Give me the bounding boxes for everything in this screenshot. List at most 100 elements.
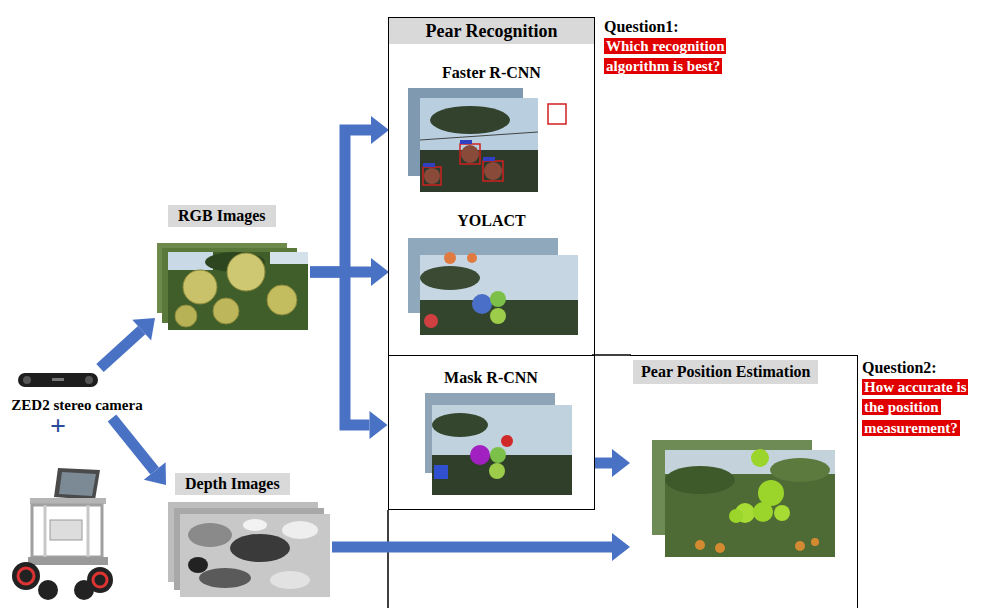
question-number: Question1: — [604, 18, 790, 36]
position-result-part — [774, 505, 790, 521]
rgb-photo-stack-part — [213, 298, 239, 324]
robot-vehicle-part — [38, 580, 58, 600]
plus-sign: + — [50, 412, 66, 440]
yolact-result-part — [490, 291, 506, 307]
mask-rcnn-result — [425, 393, 572, 495]
robot-vehicle-part — [87, 505, 90, 557]
flow-arrow — [310, 272, 388, 439]
robot-vehicle-part — [32, 505, 102, 557]
faster-rcnn-result-part — [420, 150, 538, 192]
stereo-camera-part — [23, 376, 31, 384]
method-panel: Faster R-CNN — [389, 59, 594, 195]
position-result-part — [729, 509, 743, 523]
robot-vehicle-part — [59, 472, 96, 496]
arrow-head — [612, 533, 630, 561]
rgb-photo-stack — [157, 243, 308, 330]
arrow-head — [132, 318, 155, 340]
data-stack: Depth Images — [166, 471, 332, 601]
faster-rcnn-result-part — [430, 106, 510, 134]
faster-rcnn-result-part — [548, 104, 566, 124]
method-panel: YOLACT — [389, 209, 594, 337]
arrow-head — [612, 449, 630, 477]
yolact-result-part — [467, 253, 477, 263]
mask-rcnn-result-part — [490, 447, 506, 463]
flow-arrow — [112, 418, 166, 485]
arrow-head — [371, 116, 389, 144]
arrow-shaft — [112, 418, 155, 471]
flow-arrow — [100, 318, 155, 368]
data-heading: Depth Images — [175, 473, 290, 495]
question-number: Question2: — [862, 359, 984, 377]
faster-rcnn-result-part — [484, 162, 502, 180]
faster-rcnn-result-part — [460, 140, 472, 144]
position-result-part — [751, 449, 769, 467]
position-result-part — [695, 540, 705, 550]
faster-rcnn-result-part — [460, 144, 480, 164]
position-result — [652, 440, 835, 557]
yolact-result-part — [420, 266, 480, 290]
rgb-photo-stack-part — [270, 252, 308, 264]
robot-vehicle-part — [74, 580, 94, 600]
faster-rcnn-result-part — [420, 98, 538, 192]
faster-rcnn-result-part — [483, 161, 503, 181]
sensor-label: ZED2 stereo camera — [4, 397, 150, 414]
arrow-shaft — [100, 330, 142, 368]
rgb-photo-stack-part — [227, 253, 265, 291]
yolact-result-part — [420, 255, 578, 335]
method-panel: Mask R-CNN — [388, 355, 595, 510]
depth-image-stack-part — [188, 557, 208, 573]
depth-image-stack-part — [230, 534, 290, 562]
panel-box: Pear Position Estimation — [630, 355, 858, 608]
mask-rcnn-result-part — [489, 463, 505, 479]
faster-rcnn-result-part — [423, 167, 441, 185]
position-result-part — [715, 543, 725, 553]
yolact-result-part — [472, 294, 492, 314]
yolact-result-part — [490, 308, 506, 324]
region-outline-part — [592, 354, 631, 356]
panel-heading: Pear Recognition — [389, 18, 594, 44]
question-text: Which recognition algorithm is best? — [604, 38, 726, 74]
method-title: Mask R-CNN — [389, 369, 594, 387]
panel-box: Pear RecognitionFaster R-CNN YOLACT Mask R… — [388, 17, 595, 510]
yolact-result — [408, 238, 578, 335]
robot-vehicle-part — [18, 568, 34, 584]
depth-image-stack-part — [243, 519, 267, 531]
rgb-photo-stack-part — [168, 252, 308, 330]
yolact-result-part — [424, 314, 438, 328]
robot-vehicle — [12, 468, 113, 600]
position-result-part — [665, 466, 735, 494]
arrow-shaft — [310, 272, 370, 425]
robot-vehicle-part — [12, 562, 40, 590]
question-text-wrap: How accurate is the position measurement… — [862, 377, 978, 438]
robot-vehicle-part — [54, 468, 100, 500]
plus-sign-holder: + — [50, 412, 66, 440]
depth-image-stack-part — [199, 568, 251, 588]
faster-rcnn-result-part — [423, 163, 435, 167]
data-heading: RGB Images — [168, 205, 276, 227]
arrow-head — [371, 258, 389, 286]
stereo-camera-part — [18, 373, 98, 387]
arrow-shaft — [595, 458, 613, 469]
mask-rcnn-result-part — [434, 465, 448, 479]
depth-image-stack-part — [180, 514, 330, 597]
robot-vehicle-part — [50, 520, 82, 540]
question-text: How accurate is the position measurement… — [862, 379, 968, 436]
arrow-shaft — [332, 542, 612, 553]
question-text-wrap: Which recognition algorithm is best? — [604, 36, 774, 77]
arrow-head — [370, 411, 388, 439]
mask-rcnn-result-part — [470, 445, 490, 465]
depth-image-stack — [168, 502, 330, 597]
panel-heading: Pear Position Estimation — [633, 360, 818, 384]
mask-rcnn-result-part — [432, 405, 572, 495]
mask-rcnn-result-part — [432, 413, 488, 437]
rgb-photo-stack-part — [267, 285, 297, 315]
flow-arrow — [332, 533, 630, 561]
arrow-shaft — [310, 130, 371, 272]
data-stack: RGB Images — [155, 203, 310, 333]
robot-vehicle-part — [93, 573, 107, 587]
faster-rcnn-result-part — [483, 157, 495, 161]
position-result-part — [665, 450, 835, 557]
rgb-photo-stack-part — [175, 305, 197, 327]
